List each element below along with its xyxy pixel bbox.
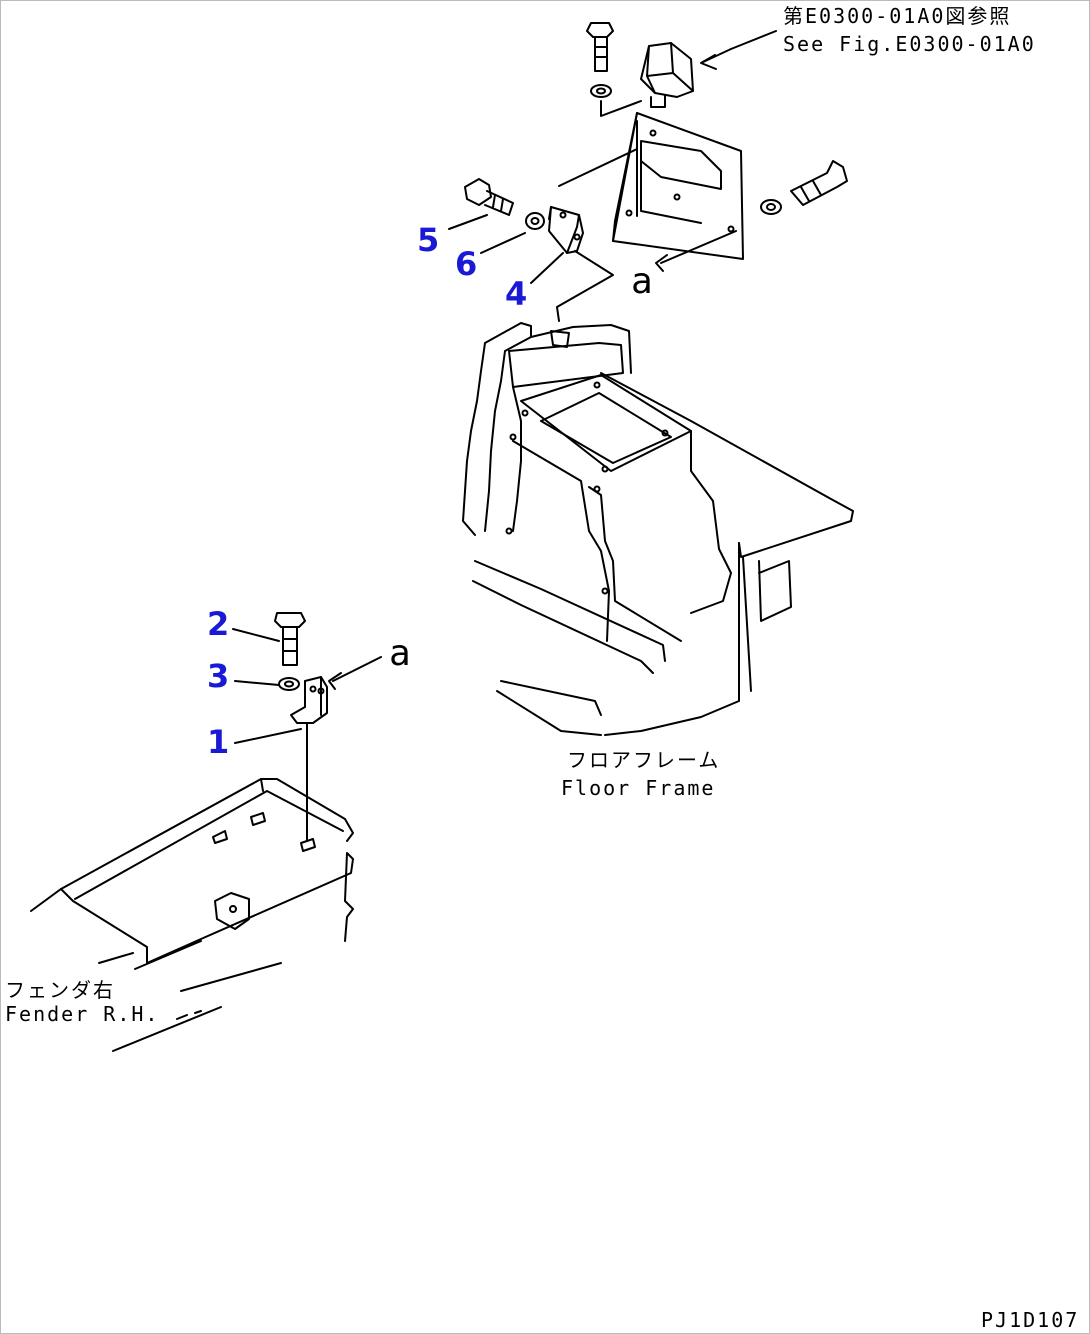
leader-2 xyxy=(232,628,280,642)
leader-1 xyxy=(234,728,302,744)
fender-label-en: Fender R.H. xyxy=(5,1002,159,1026)
floor-frame-label-en: Floor Frame xyxy=(561,776,715,800)
marker-a-upper: a xyxy=(631,261,655,302)
reference-label-jp: 第E0300-01A0図参照 xyxy=(783,4,1011,28)
leader-6 xyxy=(480,232,526,254)
callout-1: 1 xyxy=(207,723,229,761)
mounting-bracket xyxy=(558,112,848,272)
drawing-code: PJ1D107 xyxy=(981,1308,1079,1332)
callout-3: 3 xyxy=(207,657,229,695)
floor-frame xyxy=(462,322,854,736)
marker-a-lower: a xyxy=(389,633,413,674)
fender-rh xyxy=(30,778,354,1052)
leader-4 xyxy=(530,252,564,284)
floor-frame-label-jp: フロアフレーム xyxy=(567,748,720,772)
callout-4: 4 xyxy=(505,275,527,313)
leader-5 xyxy=(448,214,488,230)
callout-5: 5 xyxy=(417,221,439,259)
reference-label-en: See Fig.E0300-01A0 xyxy=(783,32,1036,56)
callout-2: 2 xyxy=(207,605,229,643)
fender-label-jp: フェンダ右 xyxy=(5,978,115,1002)
fender-bracket-assembly xyxy=(274,612,382,842)
leader-3 xyxy=(234,680,280,686)
referenced-component xyxy=(586,22,777,117)
callout-6: 6 xyxy=(455,245,477,283)
clamp-assembly xyxy=(464,178,614,322)
